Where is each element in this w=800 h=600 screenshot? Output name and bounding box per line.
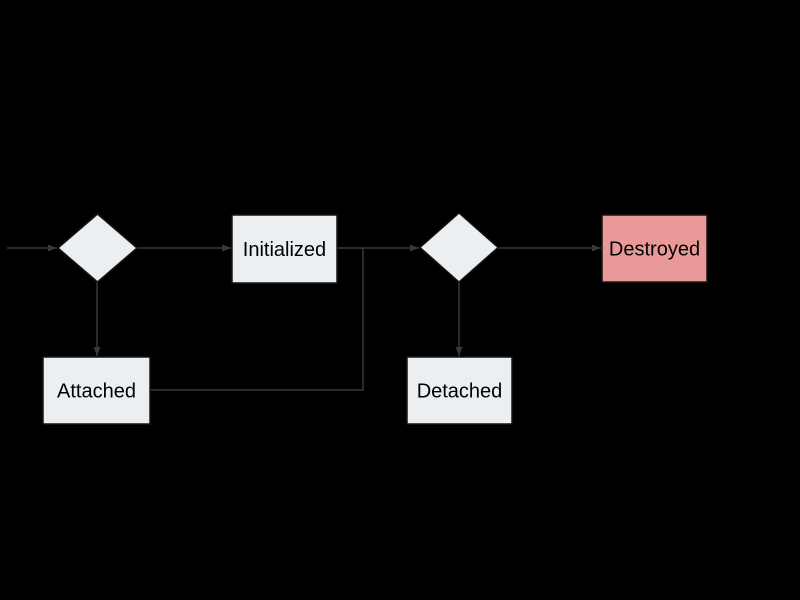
node-label: Attached (57, 381, 136, 403)
process-box-shape (42, 356, 151, 425)
node-label: Detached (417, 381, 503, 403)
node-attached: Attached (42, 356, 151, 425)
edge-attached-to-decision-2 (150, 248, 364, 391)
node-label: Destroyed (609, 239, 700, 261)
node-label: Initialized (243, 239, 326, 261)
decision-diamond-shape (56, 213, 139, 283)
process-box-shape (601, 214, 708, 283)
node-decision-1 (56, 213, 139, 283)
node-decision-2 (418, 211, 500, 284)
process-box-shape (406, 356, 513, 425)
node-initialized: Initialized (231, 214, 338, 284)
decision-diamond-shape (418, 211, 500, 284)
process-box-shape (231, 214, 338, 284)
node-destroyed: Destroyed (601, 214, 708, 283)
node-detached: Detached (406, 356, 513, 425)
